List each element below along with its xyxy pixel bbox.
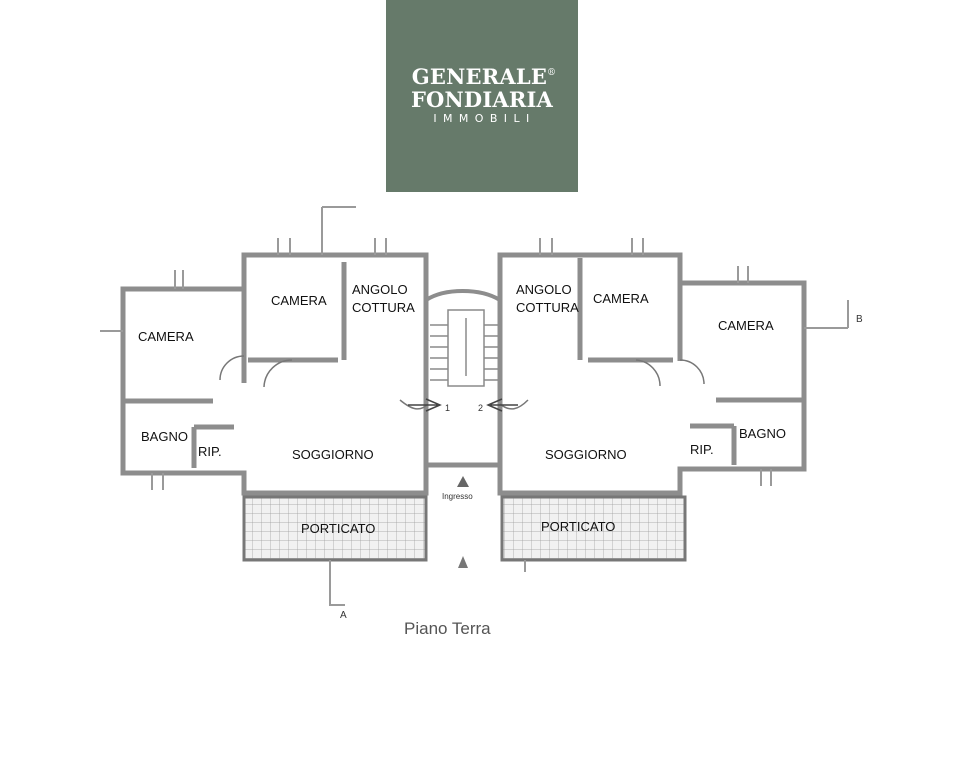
room-angolo-right-line1: ANGOLO	[516, 282, 572, 297]
room-angolo-right-line2: COTTURA	[516, 300, 579, 315]
stair-treads	[430, 309, 498, 387]
room-angolo-left-line2: COTTURA	[352, 300, 415, 315]
generale-fondiaria-logo: GENERALE® FONDIARIA IMMOBILI	[386, 0, 578, 192]
stair-arrows	[408, 398, 518, 412]
stair-number-1: 1	[445, 403, 450, 413]
room-rip-left: RIP.	[198, 444, 222, 459]
room-angolo-left-line1: ANGOLO	[352, 282, 408, 297]
room-soggiorno-left: SOGGIORNO	[292, 447, 374, 462]
room-camera-right: CAMERA	[718, 318, 774, 333]
stair-number-2: 2	[478, 403, 483, 413]
room-bagno-left: BAGNO	[141, 429, 188, 444]
room-porticato-right: PORTICATO	[541, 519, 615, 534]
logo-line-2: FONDIARIA	[410, 87, 554, 112]
window-marks	[100, 206, 849, 606]
front-arrow-icon	[458, 556, 468, 568]
room-bagno-right: BAGNO	[739, 426, 786, 441]
porch-left	[242, 495, 428, 562]
room-camera-right-top: CAMERA	[593, 291, 649, 306]
entrance-label: Ingresso	[442, 492, 473, 501]
registered-mark: ®	[547, 68, 557, 78]
door-swings	[219, 355, 705, 410]
walls	[120, 252, 807, 496]
porch-right	[500, 495, 687, 562]
section-mark-a: A	[340, 610, 347, 621]
room-camera-left: CAMERA	[138, 329, 194, 344]
logo-line-3: IMMOBILI	[433, 112, 536, 125]
room-porticato-left: PORTICATO	[301, 521, 375, 536]
room-soggiorno-right: SOGGIORNO	[545, 447, 627, 462]
logo-line-1: GENERALE®	[411, 64, 557, 89]
room-camera-left-top: CAMERA	[271, 293, 327, 308]
plan-caption: Piano Terra	[404, 619, 491, 638]
entrance-triangle-icon	[457, 476, 469, 487]
section-mark-b: B	[856, 314, 863, 325]
room-rip-right: RIP.	[690, 442, 714, 457]
